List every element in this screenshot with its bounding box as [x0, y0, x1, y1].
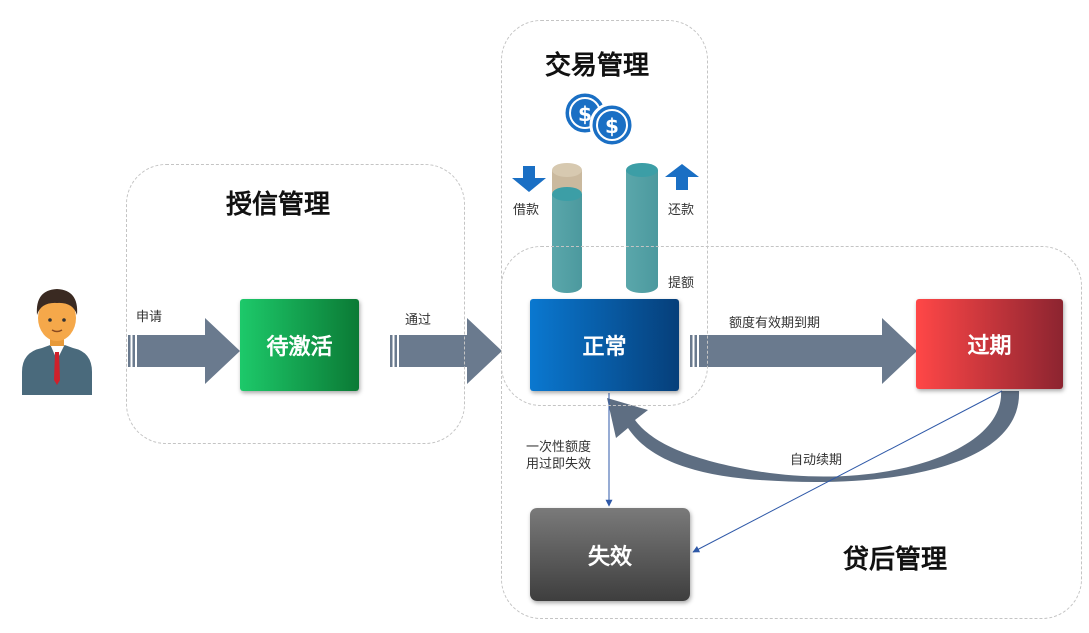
state-normal[interactable]: 正常	[530, 299, 679, 391]
coin-icon: $ $	[562, 90, 635, 148]
edge-pass-label: 通过	[405, 313, 432, 328]
edge-renew-label: 自动续期	[790, 453, 843, 468]
edge-raise-label: 提额	[668, 276, 695, 291]
svg-text:$: $	[578, 102, 592, 126]
expire-arrow	[690, 318, 917, 384]
user-avatar-icon	[22, 289, 92, 395]
down-arrow-icon	[512, 166, 546, 192]
credit-management-region	[126, 164, 465, 444]
post-loan-management-title: 贷后管理	[843, 545, 948, 575]
credit-management-title: 授信管理	[226, 190, 331, 220]
state-invalid[interactable]: 失效	[530, 508, 690, 601]
svg-text:$: $	[605, 114, 619, 138]
edge-oneoff-line1: 一次性额度	[526, 440, 592, 455]
post-loan-management-region	[501, 246, 1082, 619]
expired-invalid-arrow	[692, 390, 1003, 553]
state-pending[interactable]: 待激活	[240, 299, 359, 391]
edge-repay-label: 还款	[668, 203, 695, 218]
trade-management-region	[501, 20, 708, 406]
edge-oneoff-label: 一次性额度 用过即失效	[526, 439, 591, 473]
trade-management-title: 交易管理	[545, 51, 650, 81]
apply-arrow	[128, 318, 240, 384]
state-expired[interactable]: 过期	[916, 299, 1063, 389]
edge-apply-label: 申请	[136, 310, 163, 325]
edge-expire-label: 额度有效期到期	[729, 316, 821, 331]
edge-borrow-label: 借款	[513, 203, 540, 218]
edge-oneoff-line2: 用过即失效	[526, 457, 592, 472]
up-arrow-icon	[665, 164, 699, 190]
borrow-cylinder	[552, 163, 582, 293]
repay-cylinder	[626, 163, 658, 293]
pass-arrow	[390, 318, 502, 384]
